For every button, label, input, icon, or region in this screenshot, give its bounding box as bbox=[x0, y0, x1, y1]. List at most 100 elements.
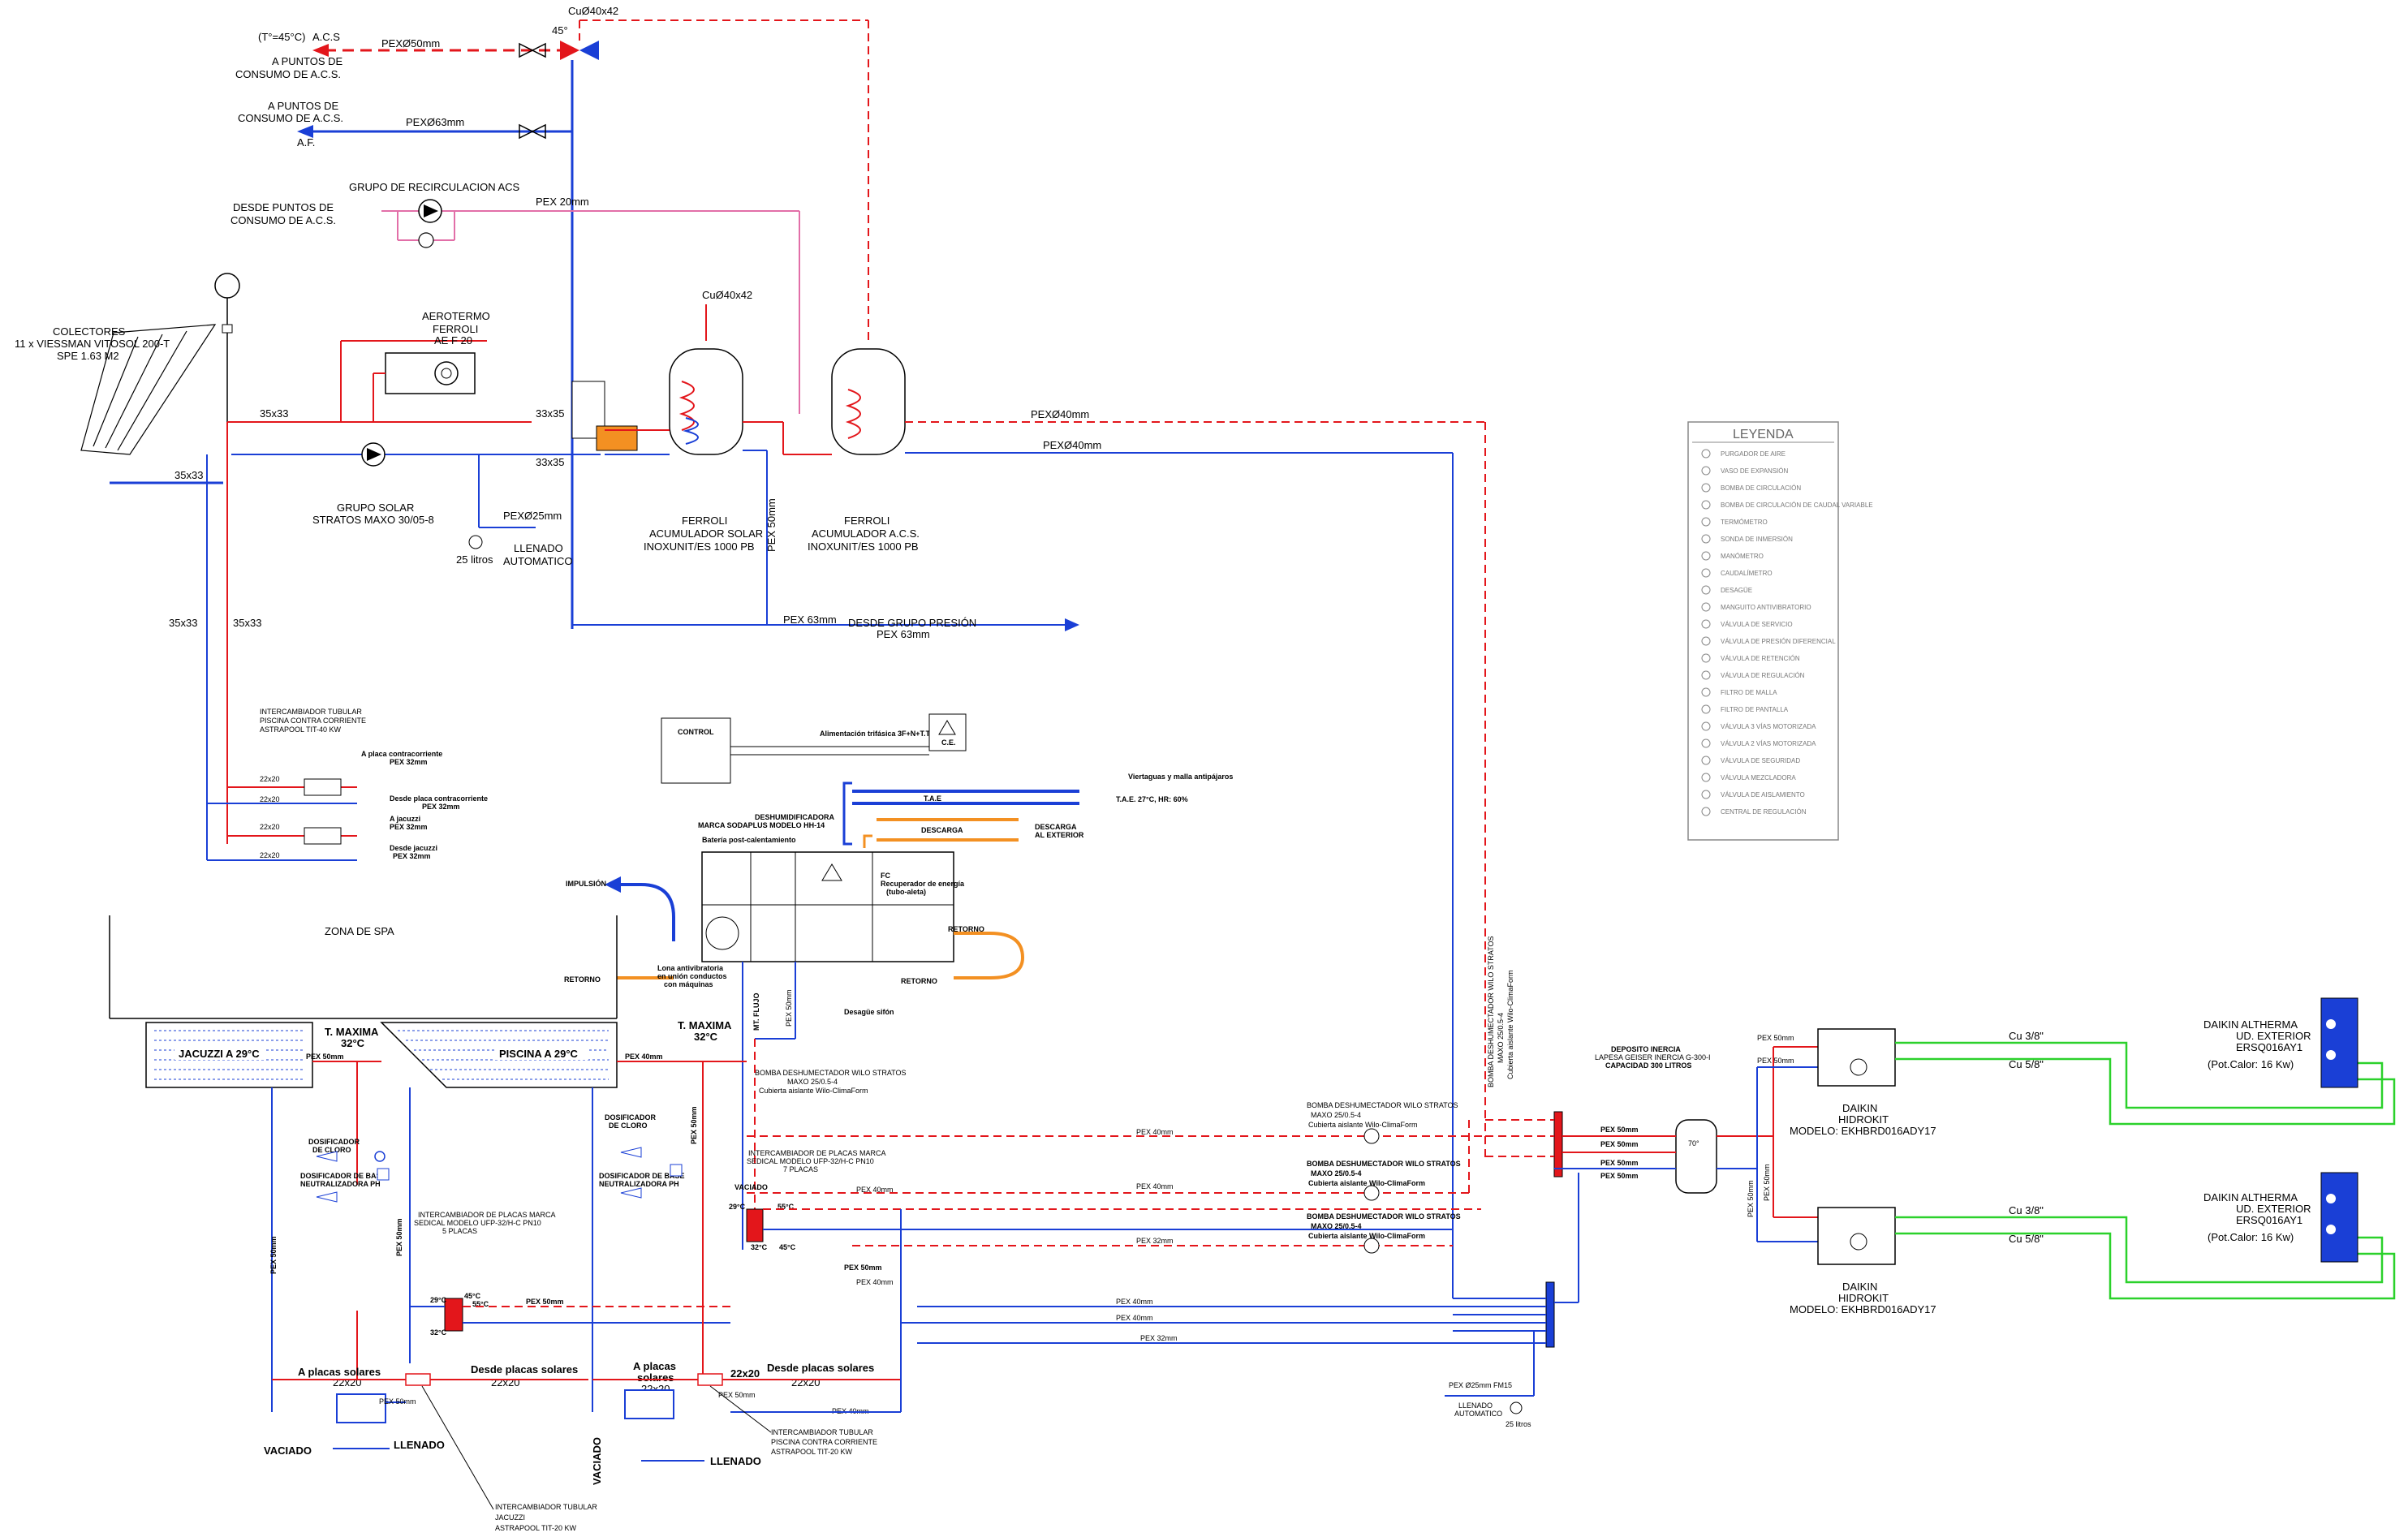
legend-symbol-icon bbox=[1701, 807, 1711, 816]
collectors-1: COLECTORES bbox=[53, 325, 126, 338]
zona-spa: ZONA DE SPA bbox=[325, 925, 394, 937]
ahu-alimentacion: Alimentación trifásica 3F+N+T.T. bbox=[820, 730, 932, 738]
bomba-v-2: MAXO 25/0.5-4 bbox=[1497, 1013, 1505, 1063]
t45-m: 45°C bbox=[779, 1243, 796, 1251]
ahu-fc-2: Recuperador de energía bbox=[881, 880, 965, 888]
cold-collector bbox=[1545, 1281, 1555, 1348]
cloro-m-1: DOSIFICADOR bbox=[605, 1113, 657, 1122]
legend-item: PURGADOR DE AIRE bbox=[1721, 450, 1786, 458]
legend-item: SONDA DE INMERSIÓN bbox=[1721, 536, 1793, 543]
expansion-vessel-icon bbox=[468, 535, 483, 549]
tubular-exchanger bbox=[304, 827, 342, 845]
hk2-1: DAIKIN bbox=[1842, 1281, 1877, 1293]
ahu-ce: C.E. bbox=[941, 738, 956, 747]
legend-item: CENTRAL DE REGULACIÓN bbox=[1721, 808, 1807, 816]
placas-m-3: 7 PLACAS bbox=[783, 1165, 818, 1173]
ahu-fc-3: (tubo-aleta) bbox=[886, 888, 926, 896]
ext1-4: (Pot.Calor: 16 Kw) bbox=[2208, 1058, 2294, 1070]
t32-l: 32°C bbox=[430, 1328, 447, 1337]
hk1-2: HIDROKIT bbox=[1838, 1113, 1889, 1126]
p22b-m: 22x20 bbox=[730, 1367, 760, 1380]
pex40-b: PEXØ40mm bbox=[1043, 439, 1101, 451]
ahu-deshum-2: MARCA SODAPLUS MODELO HH-14 bbox=[698, 821, 825, 829]
pipe-33-a: 33x35 bbox=[536, 407, 564, 420]
tank1-2: ACUMULADOR SOLAR bbox=[649, 527, 763, 540]
recirc-from-1: DESDE PUNTOS DE bbox=[233, 201, 334, 213]
outdoor-unit-1 bbox=[2320, 997, 2358, 1088]
ex-title-1: INTERCAMBIADOR TUBULAR bbox=[260, 708, 362, 716]
pipe-33-b: 33x35 bbox=[536, 456, 564, 468]
legend-item: DESAGÜE bbox=[1721, 587, 1752, 594]
tubular-m-2: PISCINA CONTRA CORRIENTE bbox=[771, 1438, 877, 1446]
tank2-2: ACUMULADOR A.C.S. bbox=[812, 527, 920, 540]
acs-tank bbox=[831, 348, 906, 455]
pump3-2: MAXO 25/0.5-4 bbox=[1311, 1222, 1362, 1230]
tmax2-1: T. MAXIMA bbox=[678, 1019, 732, 1031]
pipe-35-c: 35x33 bbox=[174, 469, 203, 481]
t29-m: 29°C bbox=[729, 1203, 746, 1211]
legend-symbol-icon bbox=[1701, 670, 1711, 680]
af-dest-1: A PUNTOS DE bbox=[268, 100, 339, 112]
desde-placa-contra-2: PEX 32mm bbox=[422, 803, 460, 811]
filter-unit bbox=[336, 1393, 386, 1423]
tubular-l-3: ASTRAPOOL TIT-20 KW bbox=[495, 1524, 577, 1532]
ahu-retorno: RETORNO bbox=[564, 975, 601, 984]
t29-l: 29°C bbox=[430, 1296, 447, 1304]
outdoor-unit-2 bbox=[2320, 1172, 2358, 1263]
pex40-r-d: PEX 40mm bbox=[1136, 1182, 1174, 1190]
pex50-a: PEX 50mm bbox=[306, 1053, 344, 1061]
hk2-3: MODELO: EKHBRD016ADY17 bbox=[1790, 1303, 1936, 1315]
buffer-tank bbox=[1675, 1119, 1717, 1194]
pump-icon bbox=[1363, 1185, 1380, 1201]
ext1-3: ERSQ016AY1 bbox=[2236, 1041, 2302, 1053]
hidrokit-1 bbox=[1817, 1028, 1896, 1087]
pex50-v-spa: PEX 50mm bbox=[269, 1236, 278, 1274]
pump2-3: Cubierta aislante Wilo-ClimaForm bbox=[1308, 1179, 1425, 1187]
tmax1-2: 32°C bbox=[341, 1037, 365, 1049]
cloro-l-2: DE CLORO bbox=[312, 1146, 351, 1154]
a-placa-contra-2: PEX 32mm bbox=[390, 758, 428, 766]
pump-icon bbox=[1850, 1233, 1867, 1251]
pex50-m: PEX 50mm bbox=[718, 1391, 756, 1399]
tubular-exchanger bbox=[405, 1373, 431, 1386]
bomba-v-3: Cubierta aislante Wilo-ClimaForm bbox=[1506, 970, 1514, 1079]
a-placa-contra-1: A placa contracorriente bbox=[361, 750, 442, 758]
ahu-fc-1: FC bbox=[881, 872, 890, 880]
legend-symbol-icon bbox=[1701, 704, 1711, 714]
pex40-r-f: PEX 40mm bbox=[856, 1278, 894, 1286]
tubular-exchanger bbox=[304, 778, 342, 796]
legend-symbol-icon bbox=[1701, 483, 1711, 493]
pex50-v: PEX 50mm bbox=[765, 498, 778, 552]
ext1-1: DAIKIN ALTHERMA bbox=[2203, 1018, 2298, 1031]
pump3-1: BOMBA DESHUMECTADOR WILO STRATOS bbox=[1307, 1212, 1461, 1221]
solar-section: COLECTORES 11 x VIESSMAN VITOSOL 200-T S… bbox=[15, 273, 638, 860]
legend-symbol-icon bbox=[1701, 534, 1711, 544]
legend-item: BOMBA DE CIRCULACIÓN DE CAUDAL VARIABLE bbox=[1721, 502, 1873, 509]
tmax2-2: 32°C bbox=[694, 1031, 718, 1043]
ahu-viertaguas: Viertaguas y malla antipájaros bbox=[1128, 773, 1233, 781]
mixing-valve-icon bbox=[560, 41, 579, 60]
pex50-l-c: PEX 50mm bbox=[526, 1298, 564, 1306]
deg-45: 45° bbox=[552, 24, 568, 37]
ahu-retorno2: RETORNO bbox=[948, 925, 984, 933]
hk-pex50-a: PEX 50mm bbox=[1757, 1034, 1794, 1042]
legend-item: VÁLVULA DE RETENCIÓN bbox=[1721, 655, 1800, 662]
llenado-2: AUTOMATICO bbox=[503, 555, 572, 567]
hk1-1: DAIKIN bbox=[1842, 1102, 1877, 1114]
vaciado2-m: VACIADO bbox=[591, 1437, 603, 1485]
arrow-left-icon bbox=[297, 125, 313, 138]
aerotermo-1: AEROTERMO bbox=[422, 310, 490, 322]
llen-auto-3: AUTOMATICO bbox=[1454, 1410, 1502, 1418]
legend-item: MANGUITO ANTIVIBRATORIO bbox=[1721, 604, 1811, 611]
ahu-descarga2-2: AL EXTERIOR bbox=[1035, 831, 1084, 839]
deposito-2: LAPESA GEISER INERCIA G-300-I bbox=[1595, 1053, 1711, 1061]
base-m-2: NEUTRALIZADORA PH bbox=[599, 1180, 679, 1188]
recirc-pex: PEX 20mm bbox=[536, 196, 589, 208]
ahu-bomba-1: BOMBA DESHUMECTADOR WILO STRATOS bbox=[755, 1069, 907, 1077]
p22c-m: 22x20 bbox=[791, 1376, 820, 1388]
deposito-3: CAPACIDAD 300 LITROS bbox=[1605, 1061, 1691, 1070]
legend-symbol-icon bbox=[1701, 568, 1711, 578]
deposito-1: DEPOSITO INERCIA bbox=[1611, 1045, 1681, 1053]
litros: 25 litros bbox=[456, 553, 493, 566]
